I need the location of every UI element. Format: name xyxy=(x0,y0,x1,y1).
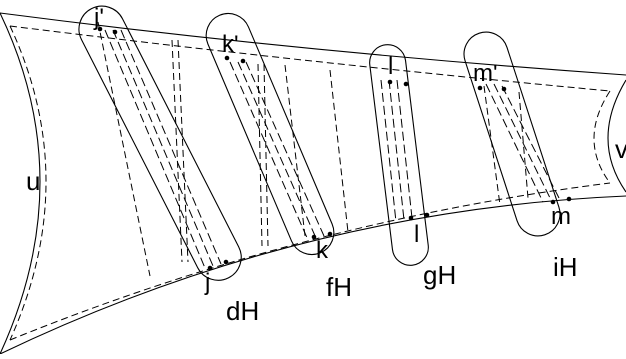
region-label-v: v xyxy=(615,134,626,164)
dashed-right-curve xyxy=(593,90,611,184)
dashed-rungs xyxy=(97,21,529,277)
handle-gH-strand xyxy=(380,79,397,223)
handle-dH xyxy=(78,5,242,281)
rung xyxy=(483,85,501,206)
handle-label-gH: gH xyxy=(423,260,456,290)
handle-dH-strand xyxy=(120,29,222,265)
handle-iH-capsule xyxy=(463,31,561,237)
dashed-bottom-edge xyxy=(9,182,611,341)
handle-dH-strand xyxy=(112,29,214,267)
left-boundary-curve xyxy=(0,12,41,355)
handle-fH xyxy=(205,12,335,256)
handle-fH-strand xyxy=(237,61,317,239)
point-m-b xyxy=(566,196,572,202)
handle-gH-capsule xyxy=(369,44,429,266)
handle-fH-capsule xyxy=(205,12,335,256)
dashed-top-edge xyxy=(9,25,611,92)
point-k-prime-a xyxy=(224,55,230,61)
point-m-prime-a xyxy=(477,85,483,91)
handle-dH-capsule xyxy=(78,5,242,281)
point-label-k-top: k' xyxy=(222,31,239,58)
point-k-a xyxy=(311,234,317,240)
point-j-a xyxy=(207,265,213,271)
handle-gH xyxy=(369,44,429,266)
region-label-u: u xyxy=(26,166,40,196)
handle-iH-strand xyxy=(493,83,552,201)
rung xyxy=(329,69,349,233)
point-label-m-top: m' xyxy=(473,60,498,87)
handle-dH-strand xyxy=(104,29,206,269)
point-l-top-b xyxy=(403,81,409,87)
rung xyxy=(257,63,263,247)
point-label-j-top: j' xyxy=(93,4,104,31)
handle-label-dH: dH xyxy=(226,296,259,326)
point-label-l-top: l xyxy=(388,53,393,80)
handle-label-iH: iH xyxy=(553,252,578,282)
rung xyxy=(97,21,151,277)
point-m-a xyxy=(550,199,556,205)
band-outline xyxy=(0,12,626,355)
handle-iH-strand xyxy=(485,83,544,203)
marked-points xyxy=(97,26,572,271)
point-l-top-a xyxy=(387,79,393,85)
point-k-prime-b xyxy=(240,58,246,64)
handle-iH xyxy=(463,31,561,237)
rung xyxy=(518,91,529,199)
handle-fH-strand xyxy=(245,61,325,237)
rung xyxy=(263,63,269,247)
rung xyxy=(171,39,183,263)
band-bottom-edge xyxy=(0,195,626,355)
point-j-prime-a xyxy=(97,26,103,32)
handle-iH-strand xyxy=(501,85,560,199)
point-k-b xyxy=(327,231,333,237)
handle-gH-strand xyxy=(388,79,405,221)
handle-label-fH: fH xyxy=(326,272,352,302)
inner-dashed-outline xyxy=(9,25,611,341)
band-top-edge xyxy=(0,12,626,76)
point-l-bottom-a xyxy=(408,215,414,221)
point-l-bottom-b xyxy=(424,212,430,218)
right-boundary-curve xyxy=(607,79,626,193)
dashed-left-curve xyxy=(9,25,47,341)
rung xyxy=(284,64,306,237)
point-label-m-bottom: m xyxy=(551,203,571,230)
point-label-k-bottom: k xyxy=(316,237,329,264)
handle-fH-strand xyxy=(229,61,309,241)
point-m-prime-b xyxy=(501,86,507,92)
handle-gH-strand xyxy=(396,79,413,219)
point-j-prime-b xyxy=(112,29,118,35)
point-j-b xyxy=(223,259,229,265)
point-label-j-bottom: j xyxy=(204,269,210,296)
point-label-l-bottom: l xyxy=(414,221,419,248)
rung xyxy=(177,39,189,263)
